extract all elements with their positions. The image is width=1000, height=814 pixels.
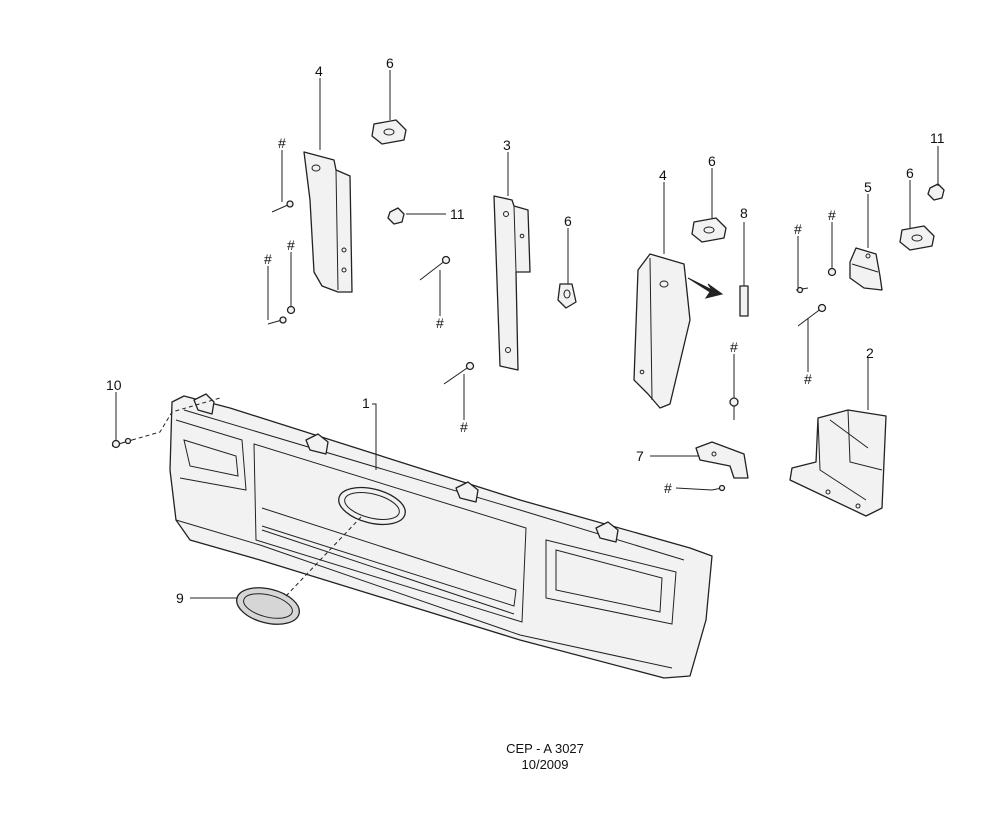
clip-nut: [691, 217, 727, 243]
hash-mark: #: [436, 315, 444, 331]
fastener-bolt: [795, 286, 809, 294]
grille-panel: [169, 393, 713, 679]
clip-nut: [371, 119, 407, 145]
hash-mark: #: [278, 135, 286, 151]
callout-6-a: 6: [386, 55, 394, 71]
callout-3: 3: [503, 137, 511, 153]
right-bracket: [633, 253, 691, 409]
callout-7: 7: [636, 448, 644, 464]
callout-6-d: 6: [906, 165, 914, 181]
tray-bracket: [789, 409, 887, 517]
callout-leaders: [115, 70, 939, 599]
hash-mark: #: [730, 339, 738, 355]
callout-4-right: 4: [659, 167, 667, 183]
small-bracket: [849, 247, 883, 291]
emblem-reference-line: [285, 515, 363, 597]
hash-mark: #: [287, 237, 295, 253]
fastener-bolt: [111, 437, 133, 449]
callout-2: 2: [866, 345, 874, 361]
fastener-bolt: [443, 361, 475, 385]
callout-10: 10: [106, 377, 122, 393]
hash-mark: #: [828, 207, 836, 223]
callout-11-b: 11: [930, 130, 945, 146]
hex-nut: [927, 183, 945, 201]
hash-mark: #: [460, 419, 468, 435]
hash-mark: #: [804, 371, 812, 387]
callout-1: 1: [362, 395, 370, 411]
hash-mark: #: [264, 251, 272, 267]
fastener-bolt: [271, 200, 294, 213]
drawing-code: CEP - A 3027: [506, 741, 584, 756]
pin: [739, 285, 749, 317]
callout-4-left: 4: [315, 63, 323, 79]
fastener-bolt: [729, 397, 739, 420]
direction-arrow: [687, 277, 724, 299]
fastener-bolt: [797, 303, 827, 327]
callout-6-c: 6: [708, 153, 716, 169]
hinge-bracket: [695, 441, 749, 479]
fastener-nut: [827, 267, 837, 277]
hash-mark: #: [664, 480, 672, 496]
fastener-bolt: [267, 316, 287, 325]
callout-11-a: 11: [450, 206, 465, 222]
clip-nut: [557, 283, 577, 309]
hex-nut: [387, 207, 405, 225]
callout-9: 9: [176, 590, 184, 606]
left-bracket: [303, 151, 353, 293]
drawing-date: 10/2009: [521, 757, 569, 772]
hash-mark: #: [794, 221, 802, 237]
callout-6-b: 6: [564, 213, 572, 229]
reference-line: [131, 397, 221, 441]
fastener-screw: [711, 484, 726, 492]
fastener-nut: [286, 305, 296, 315]
center-bracket: [493, 195, 531, 371]
fastener-bolt: [419, 255, 451, 281]
callout-8: 8: [740, 205, 748, 221]
clip-nut: [899, 225, 935, 251]
callout-5: 5: [864, 179, 872, 195]
